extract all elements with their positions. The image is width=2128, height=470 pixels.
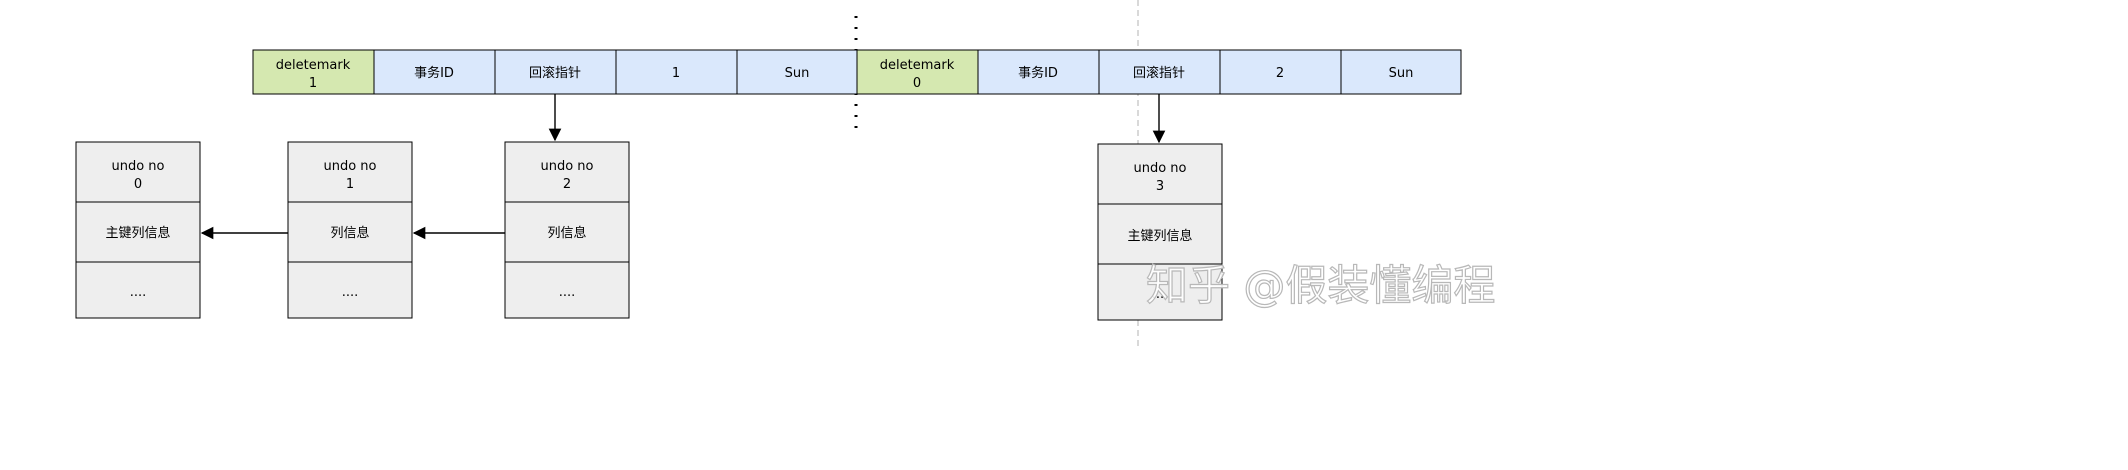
diagram-canvas: deletemark 1 事务ID 回滚指针 1 Sun deletemark … bbox=[75, 0, 1496, 350]
undo-2-more-cell bbox=[504, 261, 630, 319]
undo-0-info-cell bbox=[75, 201, 201, 263]
undo-0-header-cell bbox=[75, 141, 201, 203]
undo-3-more-cell bbox=[1097, 263, 1223, 321]
row-a-roll-ptr: 回滚指针 bbox=[529, 65, 581, 81]
undo-3-no: 3 bbox=[1156, 179, 1164, 194]
undo-3-label: undo no bbox=[1133, 161, 1186, 176]
watermark: 知乎 @假装懂编程 bbox=[1146, 261, 1495, 310]
undo-2-no: 2 bbox=[563, 177, 571, 192]
undo-0-more-cell bbox=[75, 261, 201, 319]
undo-2-info: 列信息 bbox=[547, 225, 586, 241]
row-a-deletemark-label: deletemark bbox=[276, 58, 351, 73]
undo-1-more-cell bbox=[287, 261, 413, 319]
undo-1-more: .... bbox=[342, 285, 359, 300]
row-a-name: Sun bbox=[785, 66, 810, 81]
undo-1-info-cell bbox=[287, 201, 413, 263]
undo-1-header-cell bbox=[287, 141, 413, 203]
undo-log-0: undo no 0 主键列信息 .... bbox=[75, 141, 201, 319]
undo-2-label: undo no bbox=[540, 159, 593, 174]
row-b-deletemark-cell bbox=[856, 49, 979, 95]
row-b-id: 2 bbox=[1276, 66, 1284, 81]
undo-2-more: .... bbox=[559, 285, 576, 300]
undo-2-info-cell bbox=[504, 201, 630, 263]
row-b-roll-ptr: 回滚指针 bbox=[1133, 65, 1185, 81]
undo-1-info: 列信息 bbox=[330, 225, 369, 241]
record-row-a: deletemark 1 事务ID 回滚指针 1 Sun bbox=[252, 49, 858, 95]
row-b-name: Sun bbox=[1389, 66, 1414, 81]
record-row-b: deletemark 0 事务ID 回滚指针 2 Sun bbox=[856, 49, 1462, 95]
undo-log-2: undo no 2 列信息 .... bbox=[504, 141, 630, 319]
row-b-name-cell bbox=[1340, 49, 1462, 95]
undo-log-3: undo no 3 主键列信息 .... bbox=[1097, 143, 1223, 321]
undo-3-info-cell bbox=[1097, 203, 1223, 265]
undo-0-label: undo no bbox=[111, 159, 164, 174]
undo-1-label: undo no bbox=[323, 159, 376, 174]
row-a-trx-id-cell bbox=[373, 49, 496, 95]
row-a-trx-id: 事务ID bbox=[414, 65, 454, 81]
undo-0-info: 主键列信息 bbox=[105, 225, 170, 241]
undo-3-more: .... bbox=[1152, 287, 1169, 302]
row-b-deletemark-value: 0 bbox=[913, 76, 921, 91]
undo-3-info: 主键列信息 bbox=[1127, 228, 1192, 244]
undo-log-1: undo no 1 列信息 .... bbox=[287, 141, 413, 319]
undo-0-no: 0 bbox=[134, 177, 142, 192]
undo-1-no: 1 bbox=[346, 177, 354, 192]
row-a-id: 1 bbox=[672, 66, 680, 81]
undo-0-more: .... bbox=[130, 285, 147, 300]
row-b-trx-id: 事务ID bbox=[1018, 65, 1058, 81]
row-b-id-cell bbox=[1219, 49, 1342, 95]
row-a-deletemark-value: 1 bbox=[309, 76, 317, 91]
row-b-deletemark-label: deletemark bbox=[880, 58, 955, 73]
